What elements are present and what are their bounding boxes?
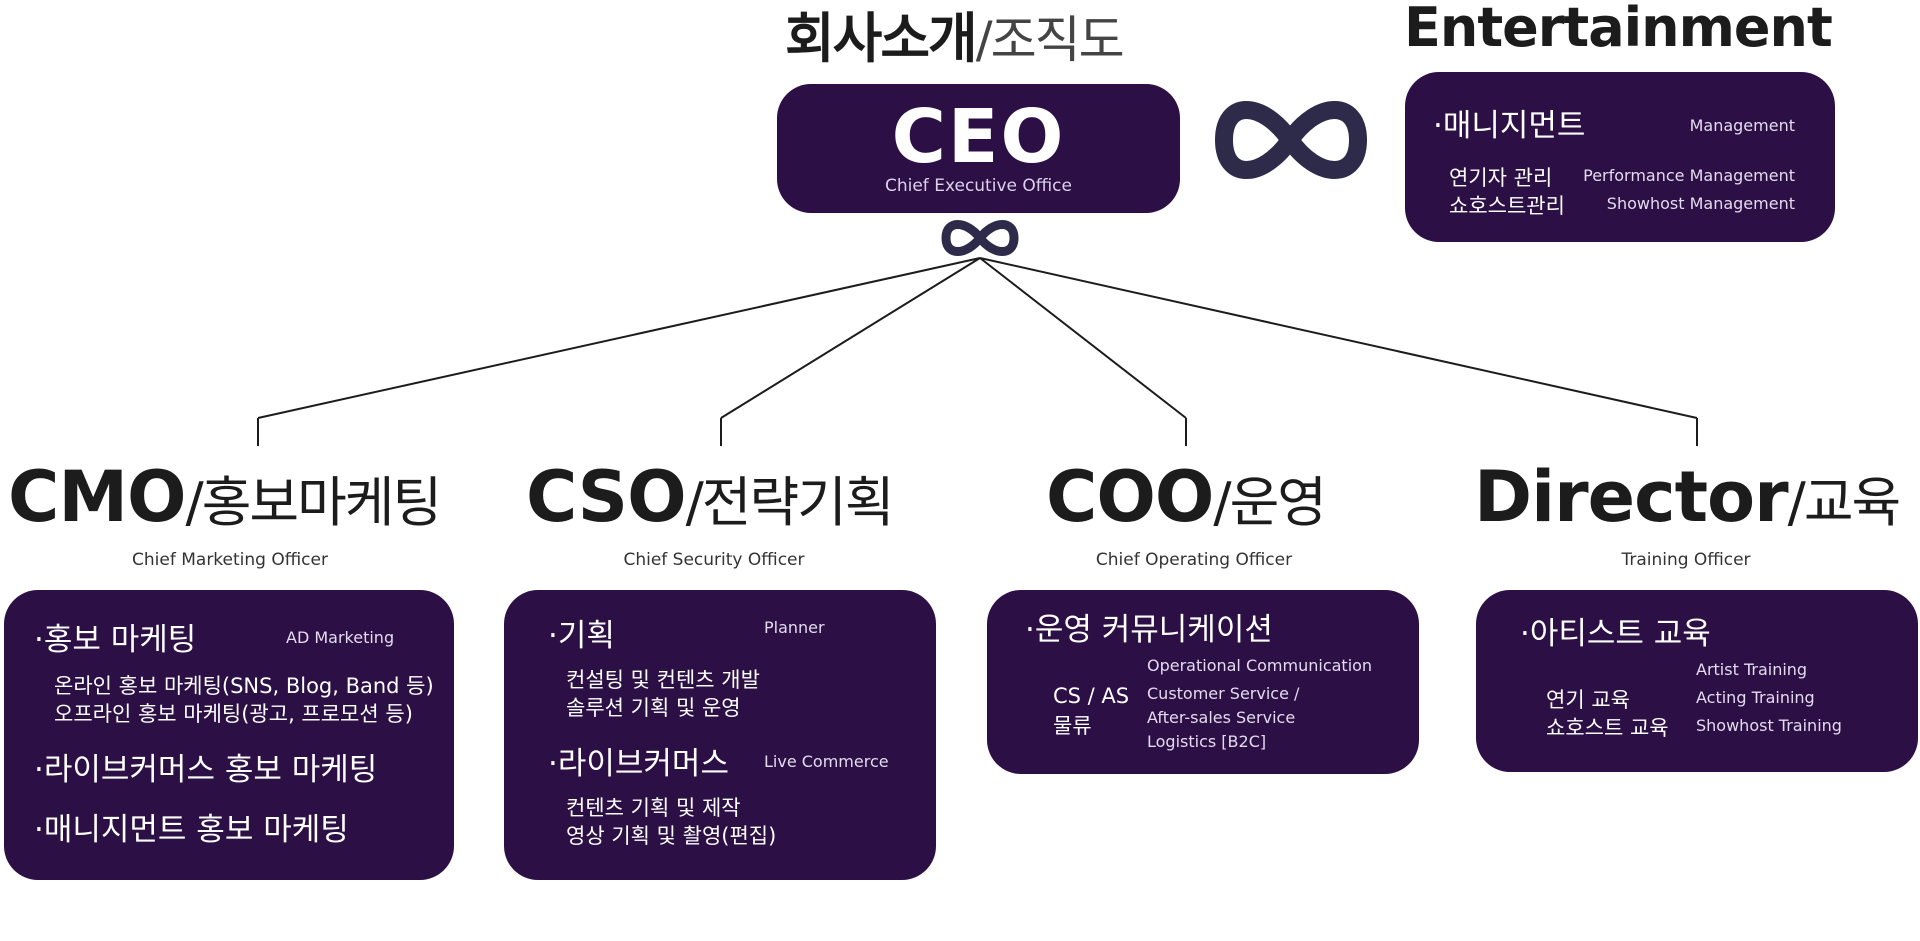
entertainment-box: ·매니지먼트 Management 연기자 관리 Performance Man… xyxy=(1405,72,1835,242)
director-en-2: Acting Training xyxy=(1696,688,1815,707)
cmo-subtitle: Chief Marketing Officer xyxy=(132,550,328,570)
entertainment-row-1-kr: 연기자 관리 xyxy=(1449,166,1553,190)
director-en-1: Artist Training xyxy=(1696,660,1808,679)
cmo-kr: /홍보마케팅 xyxy=(185,471,443,534)
cso-heading-2-en: Live Commerce xyxy=(764,752,889,771)
cso-heading-1: ·기획 xyxy=(548,618,615,654)
cso-line-1: 컨설팅 및 컨텐츠 개발 xyxy=(566,668,760,692)
coo-subtitle: Chief Operating Officer xyxy=(1095,550,1293,570)
director-subtitle: Training Officer xyxy=(1621,550,1751,570)
cmo-line-1: 온라인 홍보 마케팅(SNS, Blog, Band 등) xyxy=(54,674,434,698)
director-heading-1: ·아티스트 교육 xyxy=(1520,616,1711,652)
ceo-title: CEO xyxy=(891,94,1066,180)
ceo-subtitle: Chief Executive Office xyxy=(884,176,1072,196)
page-title-sub: /조직도 xyxy=(975,11,1125,69)
coo-en-1: Operational Communication xyxy=(1147,656,1373,675)
coo-heading-1: ·운영 커뮤니케이션 xyxy=(1025,612,1273,648)
coo-code: COO xyxy=(1046,456,1214,538)
coo-box: ·운영 커뮤니케이션 Operational Communication CS … xyxy=(987,590,1419,774)
coo-en-2: Customer Service / xyxy=(1147,684,1300,703)
cmo-code: CMO xyxy=(8,456,187,538)
ceo-box: CEO Chief Executive Office xyxy=(777,84,1180,213)
director-kr-1: 연기 교육 xyxy=(1546,688,1630,712)
cmo-heading-3: ·매니지먼트 홍보 마케팅 xyxy=(34,812,349,848)
director-kr-2: 쇼호스트 교육 xyxy=(1546,716,1669,740)
director-kr: /교육 xyxy=(1787,471,1902,534)
entertainment-title: Entertainment xyxy=(1404,0,1833,59)
cmo-heading-1-en: AD Marketing xyxy=(286,628,395,647)
director-title: Director/교육 xyxy=(1474,456,1902,538)
coo-kr-1: CS / AS xyxy=(1053,684,1130,708)
cso-subtitle: Chief Security Officer xyxy=(623,550,805,570)
connector-cso xyxy=(720,257,981,419)
coo-title: COO/운영 xyxy=(1046,456,1327,538)
cso-line-2: 솔루션 기획 및 운영 xyxy=(566,696,741,720)
cmo-heading-2: ·라이브커머스 홍보 마케팅 xyxy=(34,752,378,788)
entertainment-row-2-en: Showhost Management xyxy=(1606,194,1795,213)
cso-kr: /전략기획 xyxy=(685,471,895,534)
entertainment-heading: ·매니지먼트 xyxy=(1433,108,1586,144)
entertainment-heading-en: Management xyxy=(1689,116,1795,135)
cso-line-4: 영상 기획 및 촬영(편집) xyxy=(566,824,777,848)
cso-box: ·기획 Planner 컨설팅 및 컨텐츠 개발 솔루션 기획 및 운영 ·라이… xyxy=(504,590,936,880)
entertainment-row-2-kr: 쇼호스트관리 xyxy=(1449,194,1565,218)
page-title-main: 회사소개 xyxy=(785,7,978,70)
coo-kr: /운영 xyxy=(1213,471,1327,534)
coo-kr-2: 물류 xyxy=(1053,714,1092,738)
infinity-icon-small xyxy=(941,220,1019,256)
cso-heading-1-en: Planner xyxy=(764,618,825,637)
director-code: Director xyxy=(1474,456,1789,538)
page-title: 회사소개/조직도 xyxy=(785,0,1125,73)
cmo-heading-1: ·홍보 마케팅 xyxy=(34,622,197,658)
cso-code: CSO xyxy=(526,456,687,538)
coo-en-3: After-sales Service xyxy=(1147,708,1296,727)
coo-en-4: Logistics [B2C] xyxy=(1147,732,1267,751)
cmo-box: ·홍보 마케팅 AD Marketing 온라인 홍보 마케팅(SNS, Blo… xyxy=(4,590,454,880)
connector-cmo xyxy=(257,257,981,419)
cso-line-3: 컨텐츠 기획 및 제작 xyxy=(566,796,741,820)
cso-title: CSO/전략기획 xyxy=(526,456,895,538)
cmo-title: CMO/홍보마케팅 xyxy=(8,456,443,538)
entertainment-row-1-en: Performance Management xyxy=(1583,166,1795,185)
director-box: ·아티스트 교육 Artist Training 연기 교육 쇼호스트 교육 A… xyxy=(1476,590,1918,772)
cmo-line-2: 오프라인 홍보 마케팅(광고, 프로모션 등) xyxy=(54,702,413,726)
infinity-icon-large xyxy=(1214,101,1368,179)
director-en-3: Showhost Training xyxy=(1696,716,1842,735)
cso-heading-2: ·라이브커머스 xyxy=(548,746,729,782)
connector-director xyxy=(979,257,1698,419)
connector-coo xyxy=(979,257,1187,419)
